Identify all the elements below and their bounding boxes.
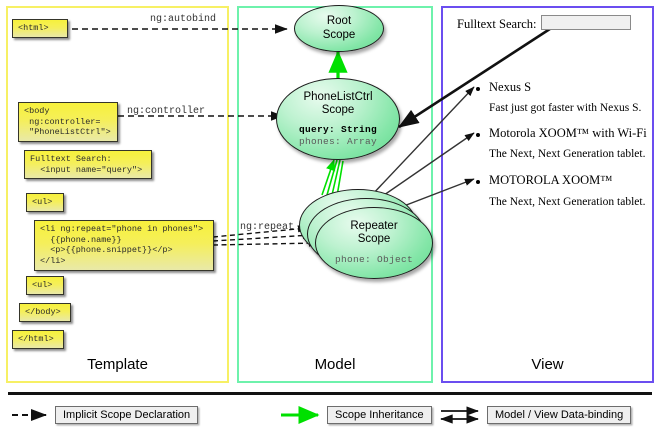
scope-phonelist-prop-phones: phones: Array [298, 136, 377, 147]
scope-phonelist-title-1: PhoneListCtrl [303, 91, 373, 103]
scope-phonelist-prop-query: query: String [298, 124, 377, 135]
view-item-title: MOTOROLA XOOM™ [489, 173, 613, 187]
connector-label-ng-autobind: ng:autobind [150, 14, 217, 25]
legend-item-scope-inheritance: Scope Inheritance [327, 406, 432, 424]
scope-phonelist-title-2: Scope [321, 104, 355, 116]
code-box-html-close[interactable]: </html> [12, 330, 64, 349]
view-item-snippet: The Next, Next Generation tablet. [489, 196, 646, 208]
connector-label-ng-repeat: ng:repeat [240, 222, 295, 233]
view-search-input[interactable] [541, 15, 631, 30]
scope-phonelistctrl-scope[interactable]: PhoneListCtrl Scope query: String phones… [276, 78, 400, 160]
legend-arrow-databinding [440, 406, 479, 424]
scope-repeater-title-2: Scope [357, 233, 391, 245]
code-box-html-open[interactable]: <html> [12, 19, 68, 38]
column-view: View [441, 6, 654, 383]
view-item-snippet: Fast just got faster with Nexus S. [489, 102, 642, 114]
code-box-body-open[interactable]: <body ng:controller= "PhoneListCtrl"> [18, 102, 118, 142]
view-search-label: Fulltext Search: [457, 17, 537, 31]
legend-divider [8, 392, 652, 395]
scope-repeater-scope[interactable]: Repeater Scope phone: Object [315, 207, 433, 279]
view-item-title: Motorola XOOM™ with Wi-Fi [489, 126, 647, 140]
view-item-bullet [476, 180, 480, 184]
legend-item-model-view-data-binding: Model / View Data-binding [487, 406, 632, 424]
column-label-model: Model [314, 356, 356, 373]
scope-repeater-prop-phone: phone: Object [334, 254, 413, 265]
view-item-bullet [476, 133, 480, 137]
legend-item-implicit-scope-declaration: Implicit Scope Declaration [55, 406, 199, 424]
scope-root-title-1: Root [326, 15, 352, 27]
view-item-bullet [476, 87, 480, 91]
code-box-ul-close[interactable]: <ul> [26, 276, 64, 295]
scope-root-scope[interactable]: Root Scope [294, 5, 384, 52]
column-label-view: View [531, 356, 564, 373]
view-item-snippet: The Next, Next Generation tablet. [489, 148, 646, 160]
view-item-title: Nexus S [489, 80, 532, 94]
code-box-ul-open[interactable]: <ul> [26, 193, 64, 212]
scope-root-title-2: Scope [322, 29, 356, 41]
code-box-li-repeat[interactable]: <li ng:repeat="phone in phones"> {{phone… [34, 220, 214, 271]
scope-repeater-title-1: Repeater [350, 220, 398, 232]
connector-label-ng-controller: ng:controller [127, 106, 206, 117]
code-box-fulltext-search[interactable]: Fulltext Search: <input name="query"> [24, 150, 152, 180]
column-label-template: Template [87, 356, 148, 373]
code-box-body-close[interactable]: </body> [19, 303, 71, 322]
